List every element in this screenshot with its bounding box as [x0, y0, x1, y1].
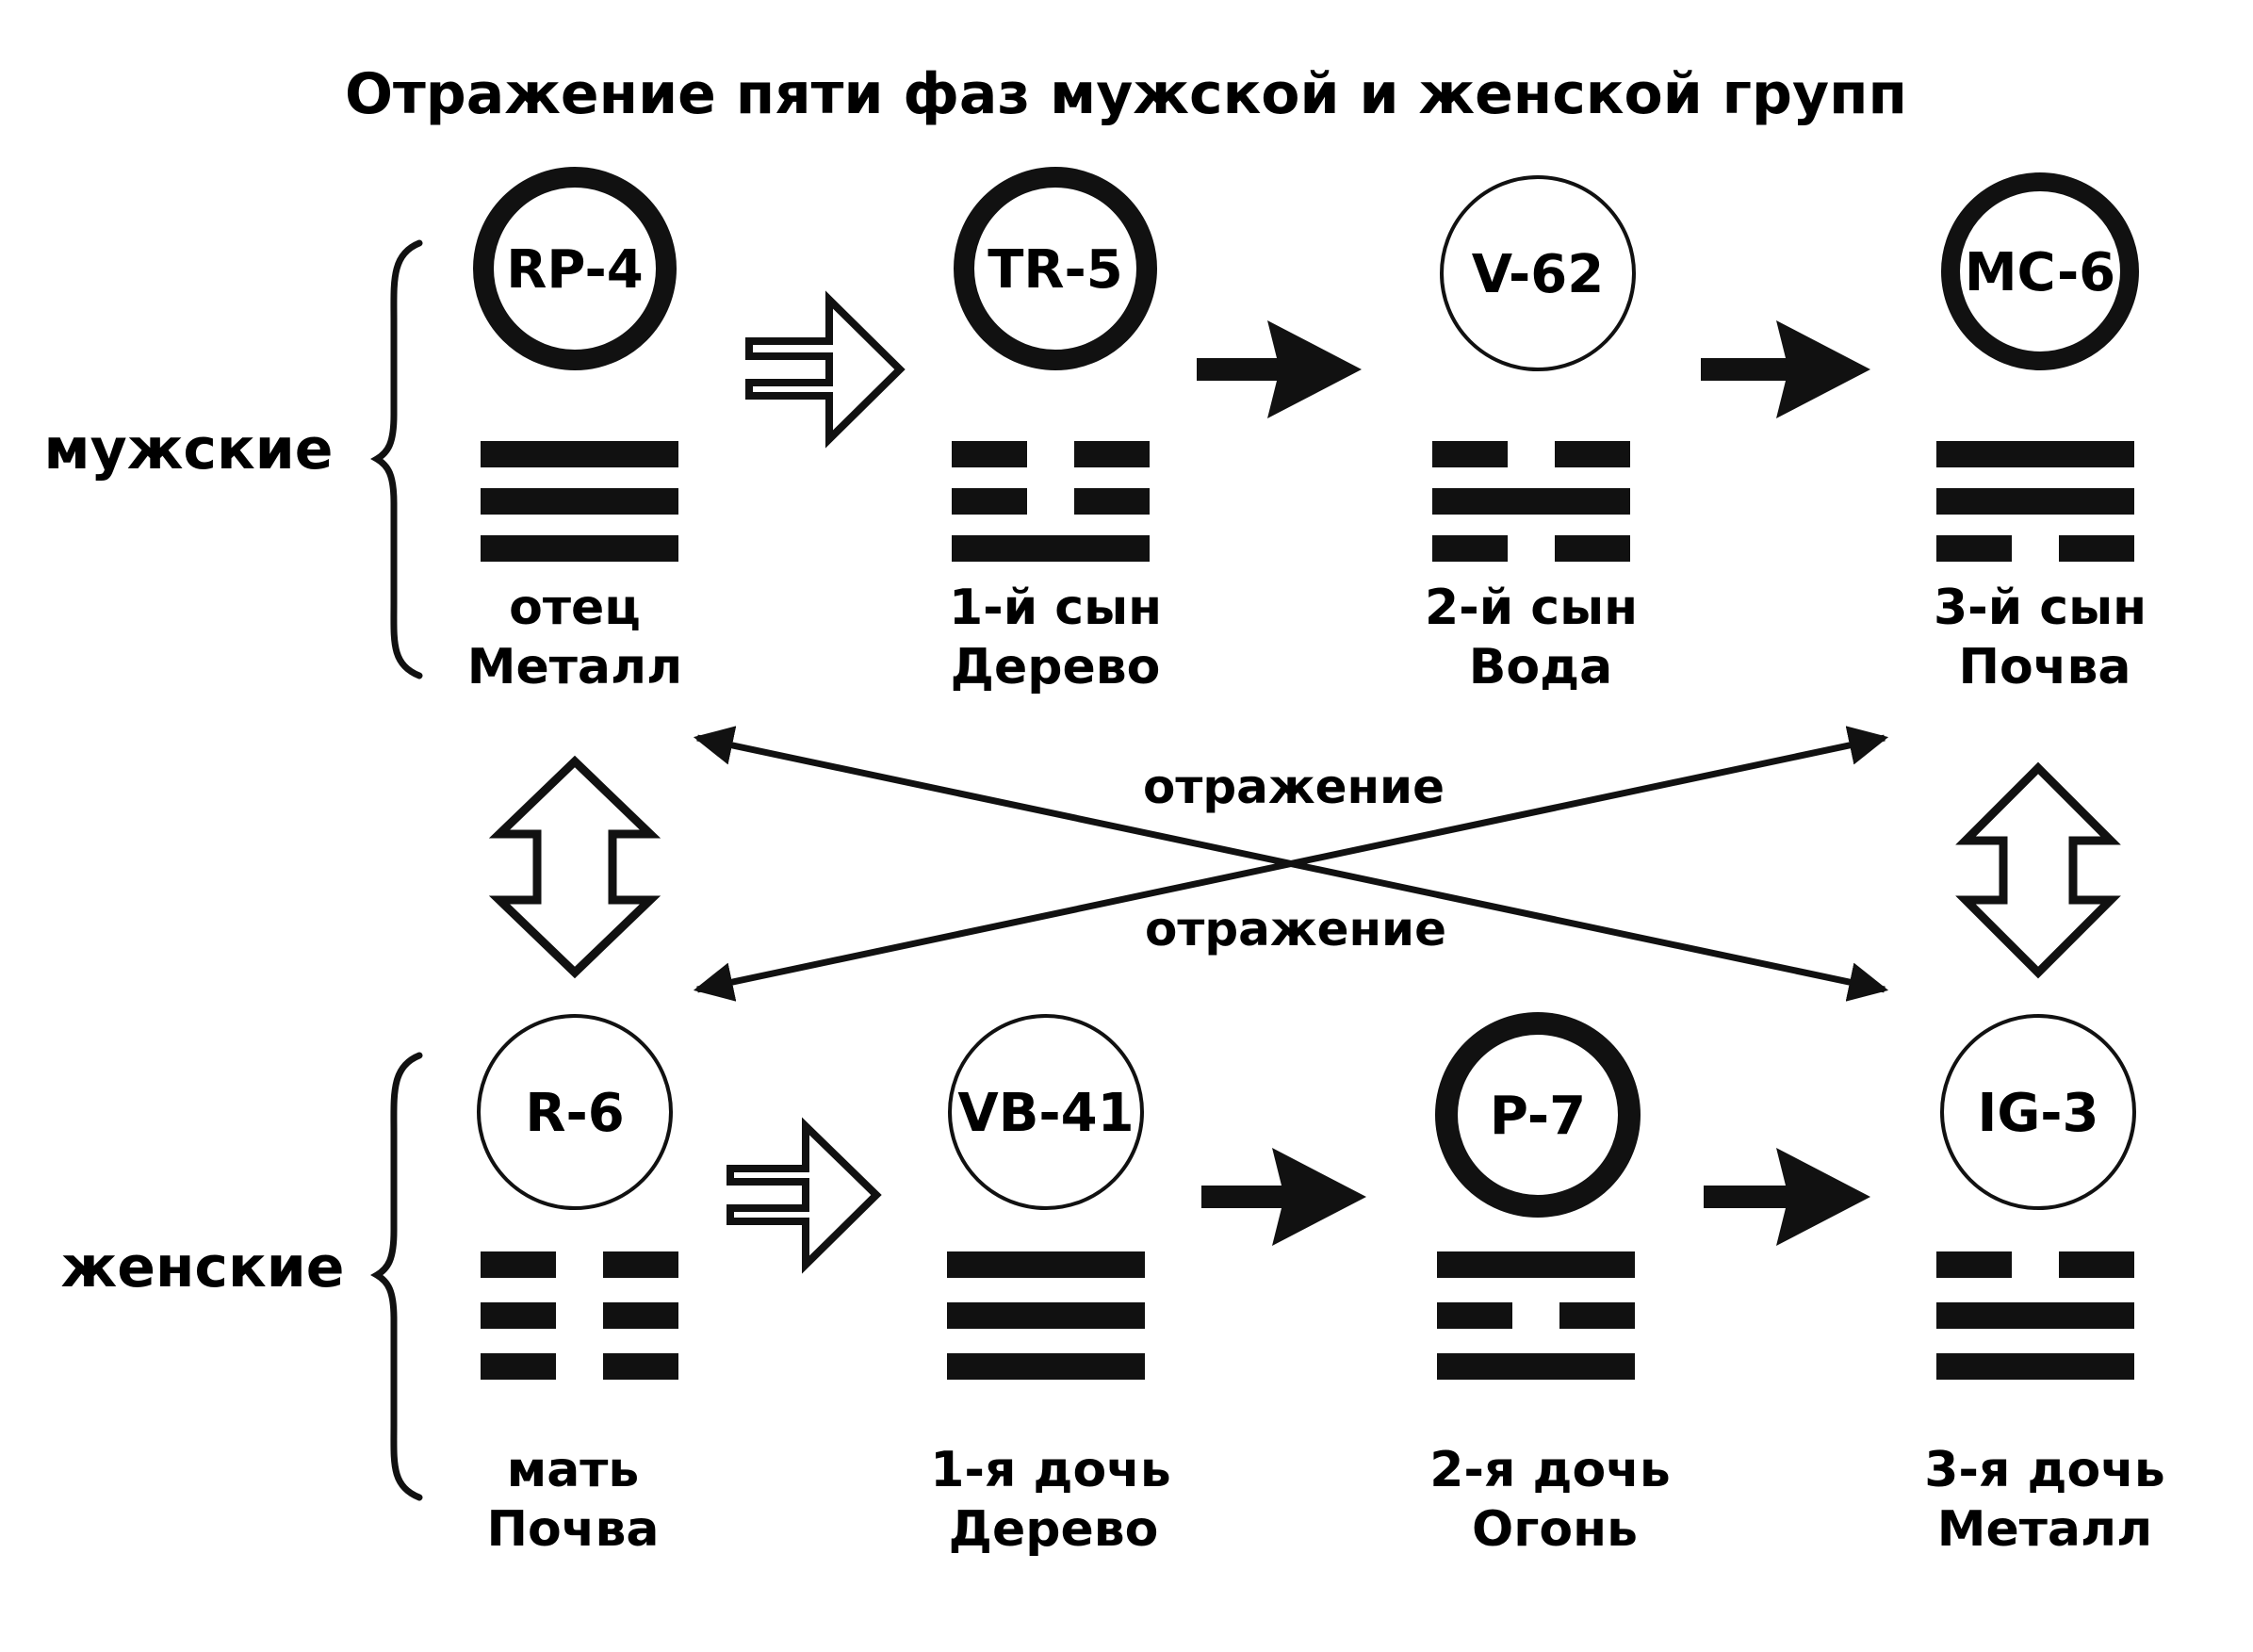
hollow-arrow-female-0-1: [727, 1117, 882, 1274]
node-role: отец: [509, 580, 641, 636]
node-element: Дерево: [951, 639, 1161, 695]
trigram: [481, 1251, 678, 1380]
male-group-label: мужские: [44, 417, 334, 483]
node-female-2: P-7 2-я дочь Огонь: [1429, 1012, 1671, 1558]
node-code: R-6: [525, 1083, 624, 1144]
solid-arrow-male-2-3: [1701, 320, 1870, 418]
node-male-3: MC-6 3-й сын Почва: [1934, 172, 2147, 695]
node-element: Дерево: [949, 1501, 1159, 1558]
double-arrow-right: [1955, 761, 2121, 979]
node-ring: [473, 167, 677, 370]
node-ring: [477, 1014, 673, 1210]
solid-arrow-female-1-2: [1201, 1148, 1366, 1246]
solid-arrow-female-2-3: [1704, 1148, 1870, 1246]
node-female-1: VB-41 1-я дочь Дерево: [930, 1014, 1171, 1558]
trigram: [1437, 1251, 1635, 1380]
hollow-arrow-male-0-1: [745, 290, 906, 449]
double-arrow-left: [488, 755, 661, 979]
node-code: IG-3: [1977, 1083, 2098, 1144]
node-role: 3-я дочь: [1924, 1442, 2165, 1498]
node-male-1: TR-5 1-й сын Дерево: [949, 167, 1162, 695]
node-role: 3-й сын: [1934, 580, 2147, 636]
node-code: MC-6: [1965, 242, 2115, 303]
node-female-0: R-6 мать Почва: [477, 1014, 678, 1558]
node-role: 1-я дочь: [930, 1442, 1171, 1498]
solid-arrow-male-1-2: [1197, 320, 1362, 418]
diagram-title: Отражение пяти фаз мужской и женской гру…: [345, 61, 1907, 127]
node-role: 2-й сын: [1425, 580, 1638, 636]
node-element: Огонь: [1472, 1501, 1638, 1558]
node-ring: [1940, 1014, 2136, 1210]
female-group-brace: [370, 1052, 423, 1501]
trigram: [1936, 441, 2134, 562]
trigram: [481, 441, 678, 562]
node-code: TR-5: [988, 239, 1123, 301]
node-element: Металл: [467, 639, 682, 695]
node-element: Вода: [1469, 639, 1612, 695]
female-group-label: женские: [61, 1235, 345, 1300]
node-element: Почва: [1959, 639, 2131, 695]
node-male-0: RP-4 отец Металл: [467, 167, 682, 695]
node-code: V-62: [1472, 244, 1604, 305]
node-role: 1-й сын: [949, 580, 1162, 636]
node-ring: [1941, 172, 2139, 370]
node-ring: [954, 167, 1157, 370]
node-role: 2-я дочь: [1429, 1442, 1671, 1498]
node-role: мать: [507, 1442, 640, 1498]
node-ring: [1440, 175, 1636, 371]
node-female-3: IG-3 3-я дочь Металл: [1924, 1014, 2165, 1558]
trigram: [947, 1251, 1145, 1380]
node-element: Металл: [1937, 1501, 2152, 1558]
node-ring: [948, 1014, 1144, 1210]
node-element: Почва: [487, 1501, 660, 1558]
reflection-arrow-b: [693, 726, 1889, 1002]
node-male-2: V-62 2-й сын Вода: [1425, 175, 1638, 695]
male-group-brace: [370, 239, 423, 679]
node-ring: [1435, 1012, 1641, 1218]
reflection-label-bottom: отражение: [1145, 902, 1446, 957]
node-code: VB-41: [957, 1083, 1134, 1144]
node-code: RP-4: [506, 239, 643, 301]
reflection-label-top: отражение: [1143, 760, 1445, 814]
trigram: [1936, 1251, 2134, 1380]
trigram: [952, 441, 1150, 562]
trigram: [1432, 441, 1630, 562]
node-code: P-7: [1490, 1086, 1586, 1147]
